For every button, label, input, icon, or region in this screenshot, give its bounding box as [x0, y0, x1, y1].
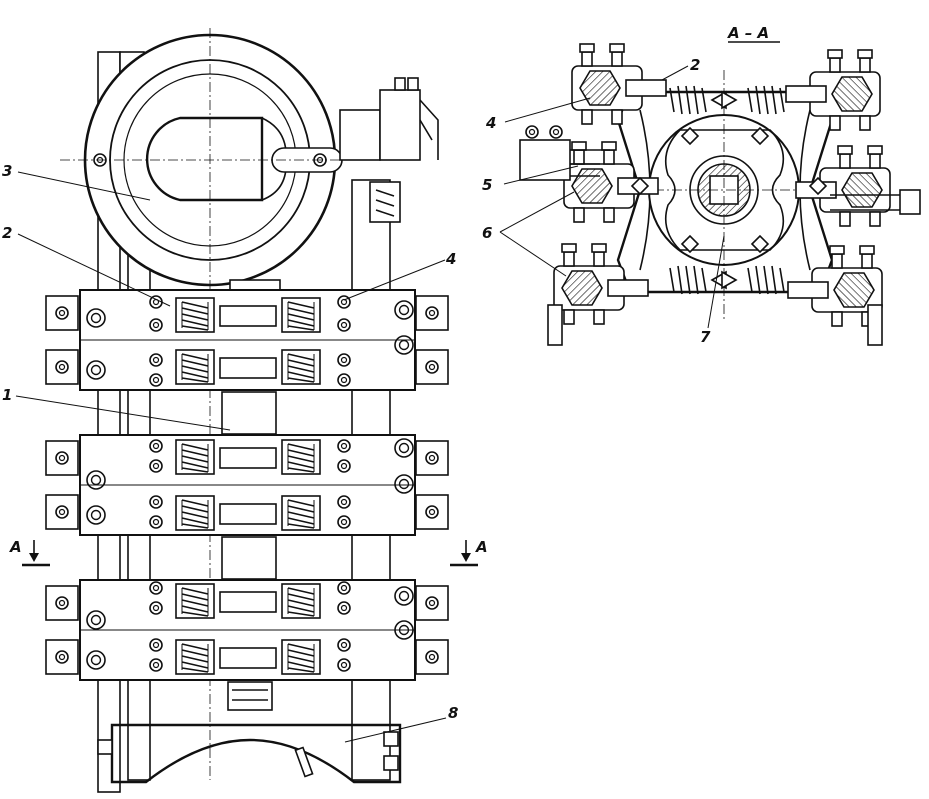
section-mark-left: A: [9, 538, 50, 567]
callout-2-front: 2: [2, 224, 12, 242]
callout-6: 6: [482, 224, 492, 242]
callout-3: 3: [2, 162, 12, 180]
section-view: A – A: [482, 24, 921, 346]
section-mark-right-label: A: [475, 538, 488, 556]
callout-8: 8: [448, 704, 458, 722]
callout-7: 7: [700, 328, 711, 346]
base-frame: [97, 723, 402, 784]
callout-4-front: 4: [445, 250, 456, 268]
front-view: A A 3 2 4 1 8: [2, 28, 488, 793]
section-mark-left-label: A: [9, 538, 22, 556]
callout-5: 5: [482, 176, 492, 194]
section-title: A – A: [727, 24, 769, 42]
callout-4-section: 4: [485, 114, 496, 132]
callout-1: 1: [2, 386, 12, 404]
contact-row-2: [45, 434, 449, 536]
callout-2-section: 2: [690, 56, 700, 74]
contact-row-3: [45, 579, 449, 681]
section-mark-right: A: [450, 538, 488, 567]
camshaft: [221, 391, 277, 435]
contact-row-1: [45, 289, 449, 391]
